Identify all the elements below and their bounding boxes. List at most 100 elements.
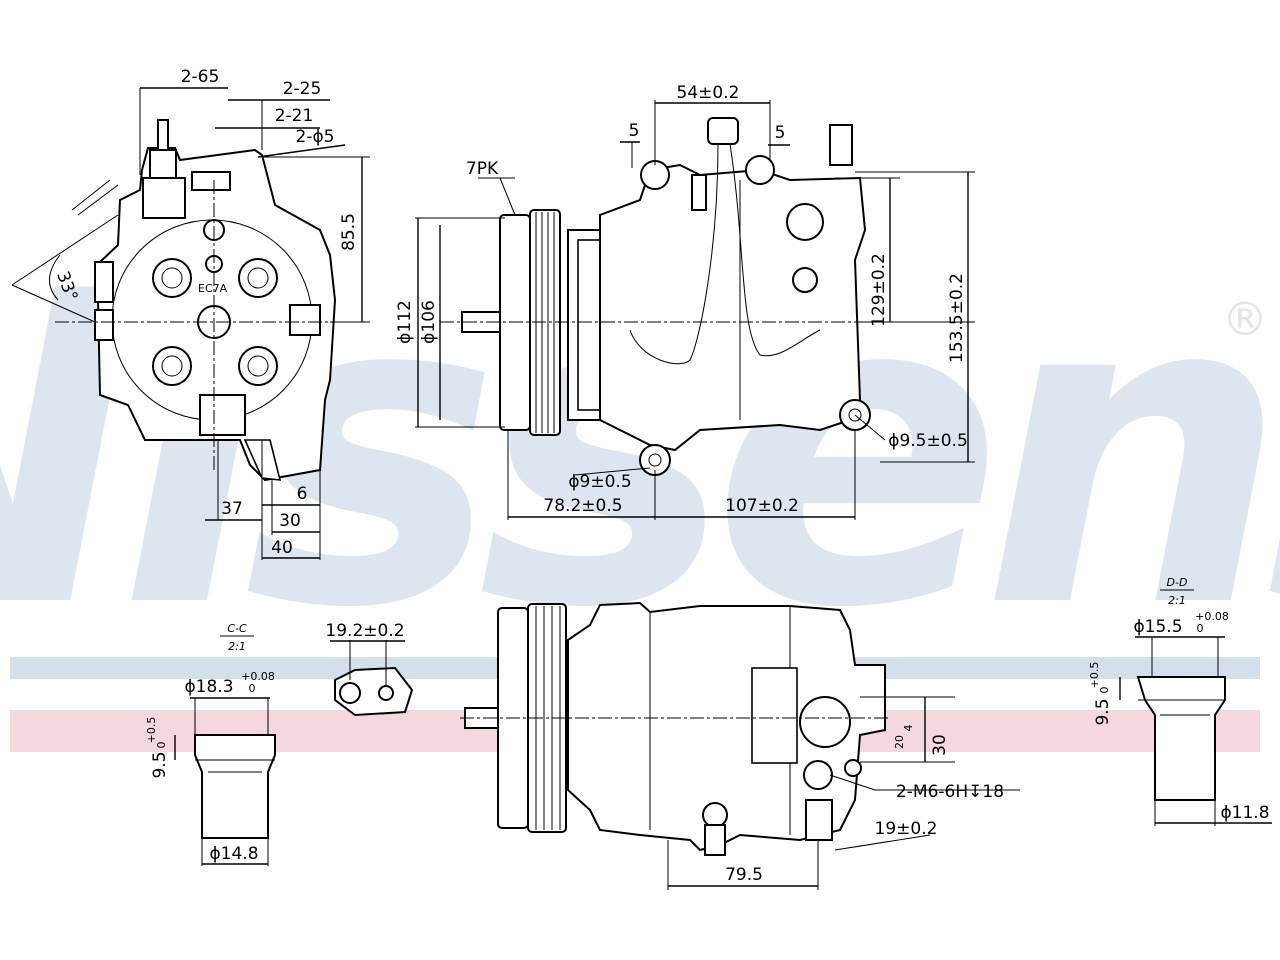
bottom-fitting: [805, 799, 833, 841]
side-phi9-leader: [574, 467, 651, 476]
side-dim-7pk: 7PK: [466, 159, 499, 179]
section-d-9-5-tol-lo: 0: [1098, 687, 1111, 694]
side-port-upper: [786, 203, 824, 241]
side-dim-129: 129±0.2: [869, 253, 889, 327]
side-mount-bottom-hole: [648, 453, 662, 467]
side-dim-5a: 5: [629, 121, 640, 141]
bottom-view: 19.2±0.2 30 4 20 2-M6-6H↧18 19±0.2 79.5: [325, 601, 1020, 890]
section-d-scale: 2:1: [1168, 594, 1186, 607]
front-valve-block: [142, 177, 186, 219]
bottom-dim-2-m6: 2-M6-6H↧18: [896, 782, 1004, 802]
bottom-port-block: [751, 667, 798, 764]
side-dim-phi9: ϕ9±0.5: [568, 472, 631, 492]
front-top-sensor: [157, 119, 169, 151]
front-left-lug-lower: [94, 309, 114, 341]
section-c-tol-up: +0.08: [241, 670, 275, 683]
detail-19-2-plate: [334, 666, 414, 717]
side-wire-1: [629, 143, 719, 365]
front-bolt-bottom-right: [238, 346, 278, 386]
section-c-phi14-8: ϕ14.8: [209, 844, 258, 864]
bottom-mount-stem: [704, 824, 726, 856]
front-bolt-bottom-left: [152, 346, 192, 386]
front-bolt-bottom-right-inner: [247, 355, 269, 377]
front-angle-arc: [49, 254, 61, 301]
front-angle-line-2: [11, 284, 96, 323]
section-d-title: D-D: [1167, 576, 1188, 589]
bottom-mount-circle: [702, 802, 728, 828]
section-c-phi18-3: ϕ18.3: [184, 677, 233, 697]
front-dim-6: 6: [297, 484, 308, 504]
front-view: EC7A 2-65 2-25 2-21 2-ϕ5 85.5 33°: [11, 67, 370, 560]
detail-dim-19-2: 19.2±0.2: [325, 621, 404, 641]
bottom-dim-79-5: 79.5: [725, 865, 763, 885]
side-sensor-stem: [691, 174, 707, 211]
front-right-lug: [289, 304, 321, 336]
side-mount-top-left: [640, 160, 670, 190]
front-dim-2-25: 2-25: [283, 79, 322, 99]
front-bolt-top-right: [238, 258, 278, 298]
side-phi9-5-leader: [854, 414, 886, 441]
section-c-9-5-tol-up: +0.5: [145, 717, 158, 744]
section-c-profile: [194, 734, 276, 839]
side-dim-107: 107±0.2: [725, 496, 799, 516]
detail-19-2-hole-1: [339, 682, 361, 704]
side-body-outline: [599, 163, 867, 452]
front-upper-port: [191, 171, 231, 191]
section-d-9-5-tol-up: +0.5: [1088, 662, 1101, 689]
front-dim-2-phi5-leader: [257, 144, 346, 158]
front-angle-line-1: [11, 214, 119, 286]
section-c: C-C 2:1 ϕ18.3 +0.08 0 9.5 +0.5 0 ϕ14.8: [145, 622, 276, 866]
side-valve-stem: [829, 124, 853, 166]
bottom-dim-20: 20: [893, 735, 906, 749]
section-d-tol-up: +0.08: [1195, 610, 1229, 623]
section-d-phi15-5: ϕ15.5: [1133, 617, 1182, 637]
front-dim-40: 40: [271, 538, 293, 558]
side-connector: [707, 117, 739, 145]
front-bolt-top-left: [152, 258, 192, 298]
bottom-port-circle: [799, 696, 851, 748]
section-c-9-5: 9.5: [150, 751, 170, 778]
section-d-phi11-8: ϕ11.8: [1220, 803, 1269, 823]
front-dim-30: 30: [279, 511, 301, 531]
front-bolt-top-right-inner: [247, 267, 269, 289]
side-7pk-leader: [499, 177, 516, 216]
front-dim-2-phi5: 2-ϕ5: [296, 127, 335, 147]
front-hatch-2: [77, 184, 119, 216]
side-dim-phi9-5: ϕ9.5±0.5: [888, 431, 968, 451]
front-top-fitting: [149, 149, 177, 181]
bottom-dim-4: 4: [902, 725, 915, 732]
side-mount-right-hole: [848, 408, 862, 422]
front-dim-85-5: 85.5: [339, 213, 359, 251]
bottom-19-leader: [834, 834, 931, 851]
side-dim-phi112: ϕ112: [395, 300, 415, 344]
section-c-9-5-tol-lo: 0: [155, 742, 168, 749]
section-c-tol-lo: 0: [249, 682, 256, 695]
side-dim-phi106: ϕ106: [419, 300, 439, 344]
side-dim-153-5: 153.5±0.2: [947, 273, 967, 363]
bottom-dim-19: 19±0.2: [875, 819, 938, 839]
side-wire-2: [729, 143, 821, 357]
bottom-dim-30: 30: [930, 734, 950, 756]
front-hatch-1: [71, 179, 111, 211]
bottom-threaded-hole: [803, 760, 833, 790]
section-d-tol-lo: 0: [1197, 622, 1204, 635]
watermark-registered-mark: ®: [1222, 292, 1268, 346]
bottom-small-hole: [844, 759, 862, 777]
side-dim-78-2: 78.2±0.5: [543, 496, 622, 516]
side-dim-5b: 5: [775, 123, 786, 143]
side-dim-54: 54±0.2: [677, 83, 740, 103]
side-view: S 54±0.2 5 5 7PK: [395, 83, 975, 520]
bottom-m6-leader: [829, 774, 876, 791]
front-bolt-bottom-left-inner: [161, 355, 183, 377]
section-d-9-5: 9.5: [1093, 698, 1113, 725]
front-dim-37: 37: [221, 499, 243, 519]
front-bottom-lug: [199, 394, 246, 436]
section-d: D-D 2:1 ϕ15.5 +0.08 0 9.5 +0.5 0 ϕ11.8: [1088, 576, 1272, 826]
front-mark-text: EC7A: [198, 282, 228, 295]
section-c-title: C-C: [227, 622, 247, 635]
detail-19-2-hole-2: [378, 685, 394, 701]
front-dim-2-65: 2-65: [181, 67, 220, 87]
front-left-lug-upper: [94, 261, 114, 303]
section-c-scale: 2:1: [228, 640, 246, 653]
